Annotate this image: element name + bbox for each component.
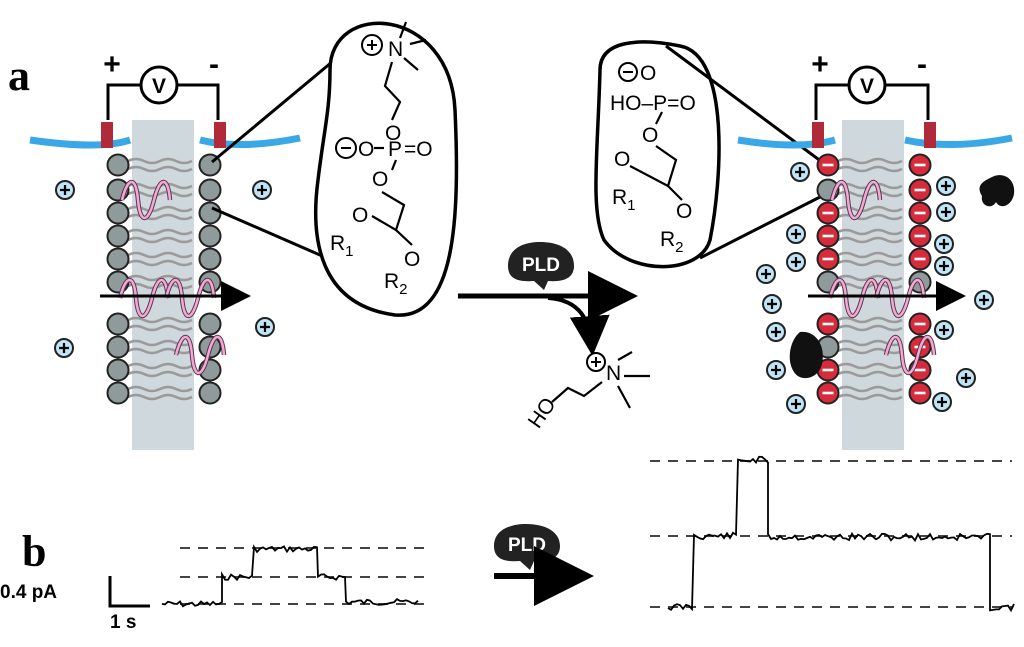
plus-sign: + [103,48,121,81]
lipid-head [106,224,130,248]
anion-lipid-icon [816,247,840,271]
pc-oxygen-4: O [352,204,368,227]
pld-enzyme-icon [979,175,1015,207]
lipid-head [106,247,130,271]
lipid-head [198,247,222,271]
trace-before [161,544,430,608]
pa-r1: R1 [612,186,636,214]
pc-double-oxygen: =O [404,138,433,161]
svg-text:1 s: 1 s [110,612,136,633]
lipid-head [106,312,130,336]
pc-oxygen-5: O [404,248,420,271]
voltmeter-icon: V [139,65,179,105]
pa-oxygen-4: O [676,200,692,223]
pc-r2: R2 [384,270,408,298]
pc-oxygen-1: O [385,122,401,145]
pld-enzyme-icon: PLD [494,524,560,570]
pld-enzyme-icon: PLD [508,242,574,290]
lipid-head [106,201,130,225]
pa-ho-p: HO–P=O [610,92,696,115]
panel-label-a: a [8,51,30,100]
choline: N HO [524,351,650,433]
plus-sign: + [811,48,829,81]
pa-oxygen-3: O [614,148,630,171]
lipid-head [198,381,222,405]
voltmeter-icon: V [847,65,887,105]
pa-headgroup: O HO–P=O O O R1 O R2 [594,40,721,269]
lipid-head [106,358,130,382]
pld-enzyme-icon [789,331,823,379]
pc-headgroup: N O O P =O O O R1 O R2 [313,21,459,317]
anion-lipid-icon [908,312,932,336]
lipid-head [106,335,130,359]
lipid-head [106,153,130,177]
anion-lipid-icon [816,312,840,336]
svg-text:V: V [860,75,874,98]
anion-lipid-icon [908,247,932,271]
lipid-head [198,178,222,202]
pc-oxygen-3: O [372,168,388,191]
lipid-head [106,381,130,405]
lipid-head [198,224,222,248]
anion-lipid-icon [816,381,840,405]
svg-text:N: N [606,362,621,385]
pc-phosphorus: P [388,138,402,161]
anion-lipid-icon [908,178,932,202]
anion-lipid-icon [816,224,840,248]
anion-lipid-icon [816,153,840,177]
pld-transition: PLD [494,524,594,606]
lipid-head [198,201,222,225]
pa-oxygen-2: O [642,124,658,147]
anion-lipid-icon [816,201,840,225]
panel-label-b: b [22,527,46,576]
anion-lipid-icon [908,224,932,248]
pc-r1: R1 [330,232,354,260]
left-membrane: V + - [29,48,301,450]
minus-sign: - [209,48,219,81]
pa-r2: R2 [660,228,684,256]
scale-bar: 0.4 pA 1 s [0,576,150,633]
reaction: PLD N HO [458,242,650,433]
pc-oxygen-2: O [358,138,374,161]
minus-sign: - [917,48,927,81]
pc-nitrogen: N [388,38,403,61]
pa-oxygen-1: O [640,62,656,85]
svg-text:0.4 pA: 0.4 pA [0,582,57,603]
anion-lipid-icon [908,381,932,405]
anion-lipid-icon [908,153,932,177]
anion-lipid-icon [908,201,932,225]
lipid-head [198,312,222,336]
svg-text:PLD: PLD [522,255,560,276]
svg-text:V: V [152,75,166,98]
trace-after [650,455,1015,613]
svg-text:PLD: PLD [508,535,546,556]
right-membrane: V + - [737,48,1015,450]
